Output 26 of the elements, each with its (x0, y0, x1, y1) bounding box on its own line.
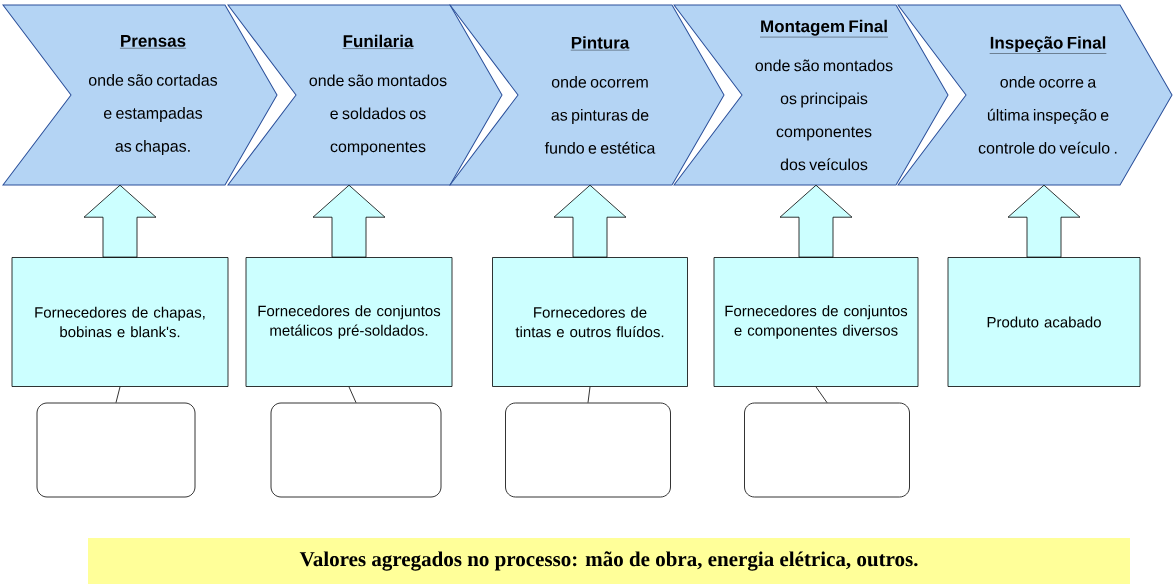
block-arrow (553, 184, 627, 258)
connector-line (587, 386, 591, 403)
connector-line (115, 386, 121, 403)
block-arrow (312, 184, 386, 258)
process-stage-banner: Funilaria onde são montados e soldados os componentes (227, 4, 503, 186)
node-label: onde ocorre a última inspeção e controle do veículo . (978, 75, 1117, 154)
summary-band: Valores agregados no processo: mão de obra, energia elétrica, outros. (88, 538, 1130, 584)
block-arrow (1007, 184, 1081, 258)
process-stage-banner: Prensas onde são cortadas e estampadas as chapas. (2, 4, 278, 186)
supplier-box: Fornecedores de chapas, bobinas e blank's. (11, 257, 229, 387)
block-arrow (779, 184, 853, 258)
connector-line (348, 386, 357, 403)
supplier-box: Fornecedores de tintas e outros fluídos. (492, 257, 688, 387)
block-arrow (83, 184, 157, 258)
process-stage-banner: Pintura onde ocorrem as pinturas de fundo e estética (449, 4, 725, 186)
node-label: Inspeção Final (990, 36, 1106, 53)
supplier-box: Fornecedores de conjuntos e componentes diversos (713, 257, 919, 387)
process-stage-banner: Inspeção Final onde ocorre a última inspeção e controle do veículo . (897, 4, 1173, 186)
process-stage-banner: Montagem Final onde são montados os principais componentes dos veículos (673, 4, 949, 186)
example-box (36, 402, 196, 498)
supplier-box: Fornecedores de conjuntos metálicos pré-soldados. (245, 257, 453, 387)
example-box (270, 402, 442, 498)
example-box (505, 402, 671, 498)
connector-line (815, 386, 828, 403)
supplier-box: Produto acabado (947, 257, 1141, 387)
example-box (744, 402, 910, 498)
